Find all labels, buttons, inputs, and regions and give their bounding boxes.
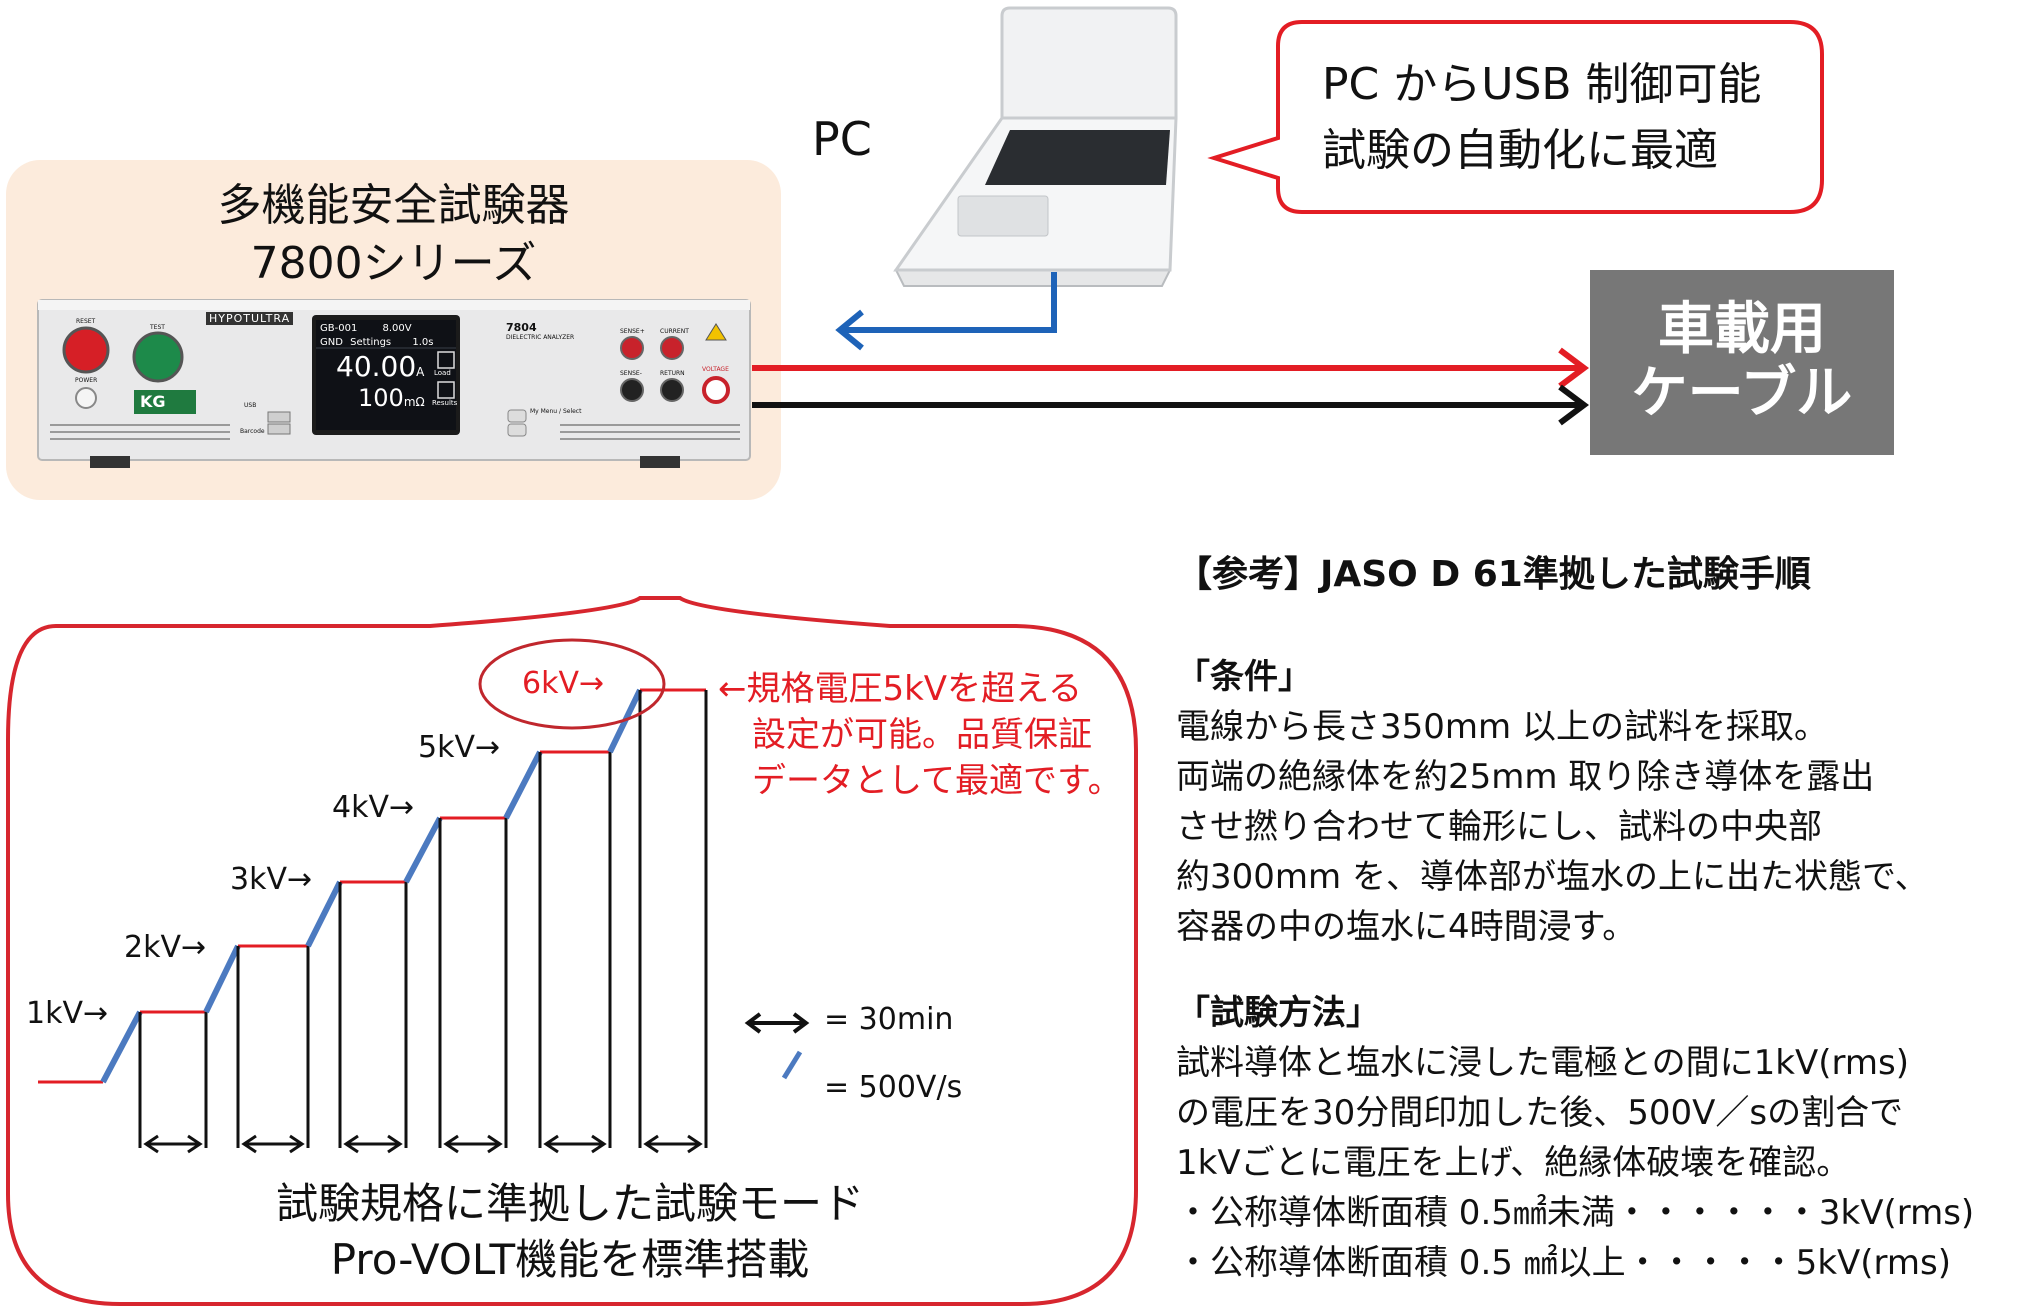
step-label-5kv: 5kV→ — [418, 730, 501, 765]
method-line: 試料導体と塩水に浸した電極との間に1kV(rms) — [1176, 1043, 1909, 1083]
screen-voltage: 8.00V — [382, 323, 412, 334]
instrument-series: 7800シリーズ — [250, 238, 537, 289]
screen-load: Load — [434, 369, 451, 377]
condition-line: 電線から長さ350mm 以上の試料を採取。 — [1176, 707, 1828, 747]
kg-logo-text: KG — [140, 392, 166, 411]
reference-title: 【参考】JASO D 61準拠した試験手順 — [1176, 554, 1811, 595]
ramp-segment — [305, 880, 343, 948]
voltage-label: VOLTAGE — [702, 366, 729, 373]
method-line: 1kVごとに電圧を上げ、絶縁体破壊を確認。 — [1176, 1143, 1851, 1183]
cable-line-1: 車載用 — [1658, 297, 1826, 362]
duration-arrowhead-left — [343, 1134, 359, 1154]
duration-arrowhead-right — [591, 1134, 607, 1154]
condition-line: 約300mm を、導体部が塩水の上に出た状態で、 — [1176, 857, 1929, 897]
model-label: 7804 — [506, 321, 537, 334]
footer-line-2: Pro-VOLT機能を標準搭載 — [330, 1235, 810, 1284]
legend — [744, 1012, 810, 1080]
screen-gnd: GND — [320, 337, 343, 348]
duration-arrowhead-left — [143, 1134, 159, 1154]
duration-arrowhead-left — [443, 1134, 459, 1154]
condition-line: 容器の中の塩水に4時間浸す。 — [1176, 907, 1637, 947]
duration-arrowhead-left — [643, 1134, 659, 1154]
pc-label: PC — [812, 112, 872, 166]
current-unit: A — [416, 365, 425, 379]
return-label: RETURN — [660, 370, 685, 377]
condition-heading: 「条件」 — [1176, 657, 1312, 697]
sense-minus-label: SENSE- — [620, 370, 642, 377]
reset-button — [62, 326, 110, 374]
test-button — [132, 331, 184, 383]
cable-box — [1590, 270, 1894, 455]
speech-bubble — [1207, 20, 1824, 214]
instrument-device — [37, 299, 751, 468]
usb-label: USB — [244, 402, 257, 409]
reset-label: RESET — [76, 318, 96, 325]
brand-label: HYPOTULTRA — [206, 312, 294, 325]
footer-line-1: 試験規格に準拠した試験モード — [275, 1179, 864, 1228]
step-label-6kv: 6kV→ — [522, 666, 605, 701]
test-label: TEST — [150, 324, 165, 331]
step-label-1kv: 1kV→ — [26, 996, 109, 1031]
screen-readout: GB-001 8.00V GND Settings 1.0s — [320, 322, 454, 350]
duration-arrowhead-left — [543, 1134, 559, 1154]
barcode-label: Barcode — [240, 428, 265, 435]
bubble-text: PC からUSB 制御可能 試験の自動化に最適 — [1322, 52, 1762, 184]
method-line: ・公称導体断面積 0.5 ㎟以上・・・・・5kV(rms) — [1176, 1243, 1952, 1283]
bubble-line-1: PC からUSB 制御可能 — [1322, 59, 1762, 110]
current-value: 40.00 — [336, 350, 417, 383]
method-line: の電圧を30分間印加した後、500V／sの割合で — [1176, 1093, 1904, 1133]
duration-arrowhead-left — [241, 1134, 257, 1154]
resistance-value: 100 — [358, 384, 404, 412]
step-label-4kv: 4kV→ — [332, 790, 415, 825]
screen-settings: Settings — [350, 337, 392, 348]
condition-line: させ撚り合わせて輪形にし、試料の中央部 — [1176, 807, 1822, 847]
screen-resistance: 100mΩ — [358, 384, 425, 412]
red-note: ←規格電圧5kVを超える 設定が可能。品質保証 データとして最適です。 — [718, 666, 1122, 804]
step-label-3kv: 3kV→ — [230, 862, 313, 897]
legend-time: = 30min — [824, 1002, 954, 1037]
my-menu-label: My Menu / Select — [530, 408, 582, 415]
kg-logo — [134, 390, 196, 414]
power-switch — [75, 387, 97, 409]
red-note-line-1: ←規格電圧5kVを超える — [718, 669, 1083, 709]
cable-line-2: ケーブル — [1631, 361, 1853, 426]
laptop-icon — [893, 6, 1178, 287]
cable-box-text: 車載用 ケーブル — [1590, 298, 1894, 426]
stair-footer: 試験規格に準拠した試験モード Pro-VOLT機能を標準搭載 — [0, 1176, 1140, 1288]
red-note-line-3: データとして最適です。 — [752, 761, 1122, 801]
ramp-segment — [503, 750, 543, 820]
reference-block: 【参考】JASO D 61準拠した試験手順 「条件」 電線から長さ350mm 以… — [1176, 550, 2028, 1288]
condition-line: 両端の絶縁体を約25mm 取り除き導体を露出 — [1176, 757, 1875, 797]
power-label: POWER — [75, 377, 98, 384]
current-label: CURRENT — [660, 328, 689, 335]
duration-arrowhead-right — [387, 1134, 403, 1154]
sense-plus-label: SENSE+ — [620, 328, 645, 335]
highlight-ellipse — [478, 638, 666, 730]
method-line: ・公称導体断面積 0.5㎟未満・・・・・・3kV(rms) — [1176, 1193, 1975, 1233]
step-label-2kv: 2kV→ — [124, 930, 207, 965]
screen-current: 40.00A — [336, 350, 424, 383]
instrument-title: 多機能安全試験器 — [217, 180, 570, 231]
ramp-segment — [100, 1010, 143, 1084]
screen-results: Results — [432, 399, 458, 407]
ramp-segment — [403, 816, 443, 884]
model-desc: DIELECTRIC ANALYZER — [506, 334, 575, 341]
screen-test-id: GB-001 — [320, 323, 358, 334]
screen-time: 1.0s — [412, 337, 434, 348]
duration-arrowhead-right — [687, 1134, 703, 1154]
resistance-unit: mΩ — [403, 395, 425, 409]
ramp-segment — [203, 944, 241, 1014]
duration-arrowhead-right — [289, 1134, 305, 1154]
legend-rate: = 500V/s — [824, 1070, 963, 1105]
bubble-line-2: 試験の自動化に最適 — [1322, 125, 1718, 176]
stair-frame — [6, 596, 1138, 1306]
method-heading: 「試験方法」 — [1176, 993, 1380, 1033]
duration-arrowhead-right — [187, 1134, 203, 1154]
red-note-line-2: 設定が可能。品質保証 — [752, 715, 1092, 755]
duration-arrowhead-right — [487, 1134, 503, 1154]
